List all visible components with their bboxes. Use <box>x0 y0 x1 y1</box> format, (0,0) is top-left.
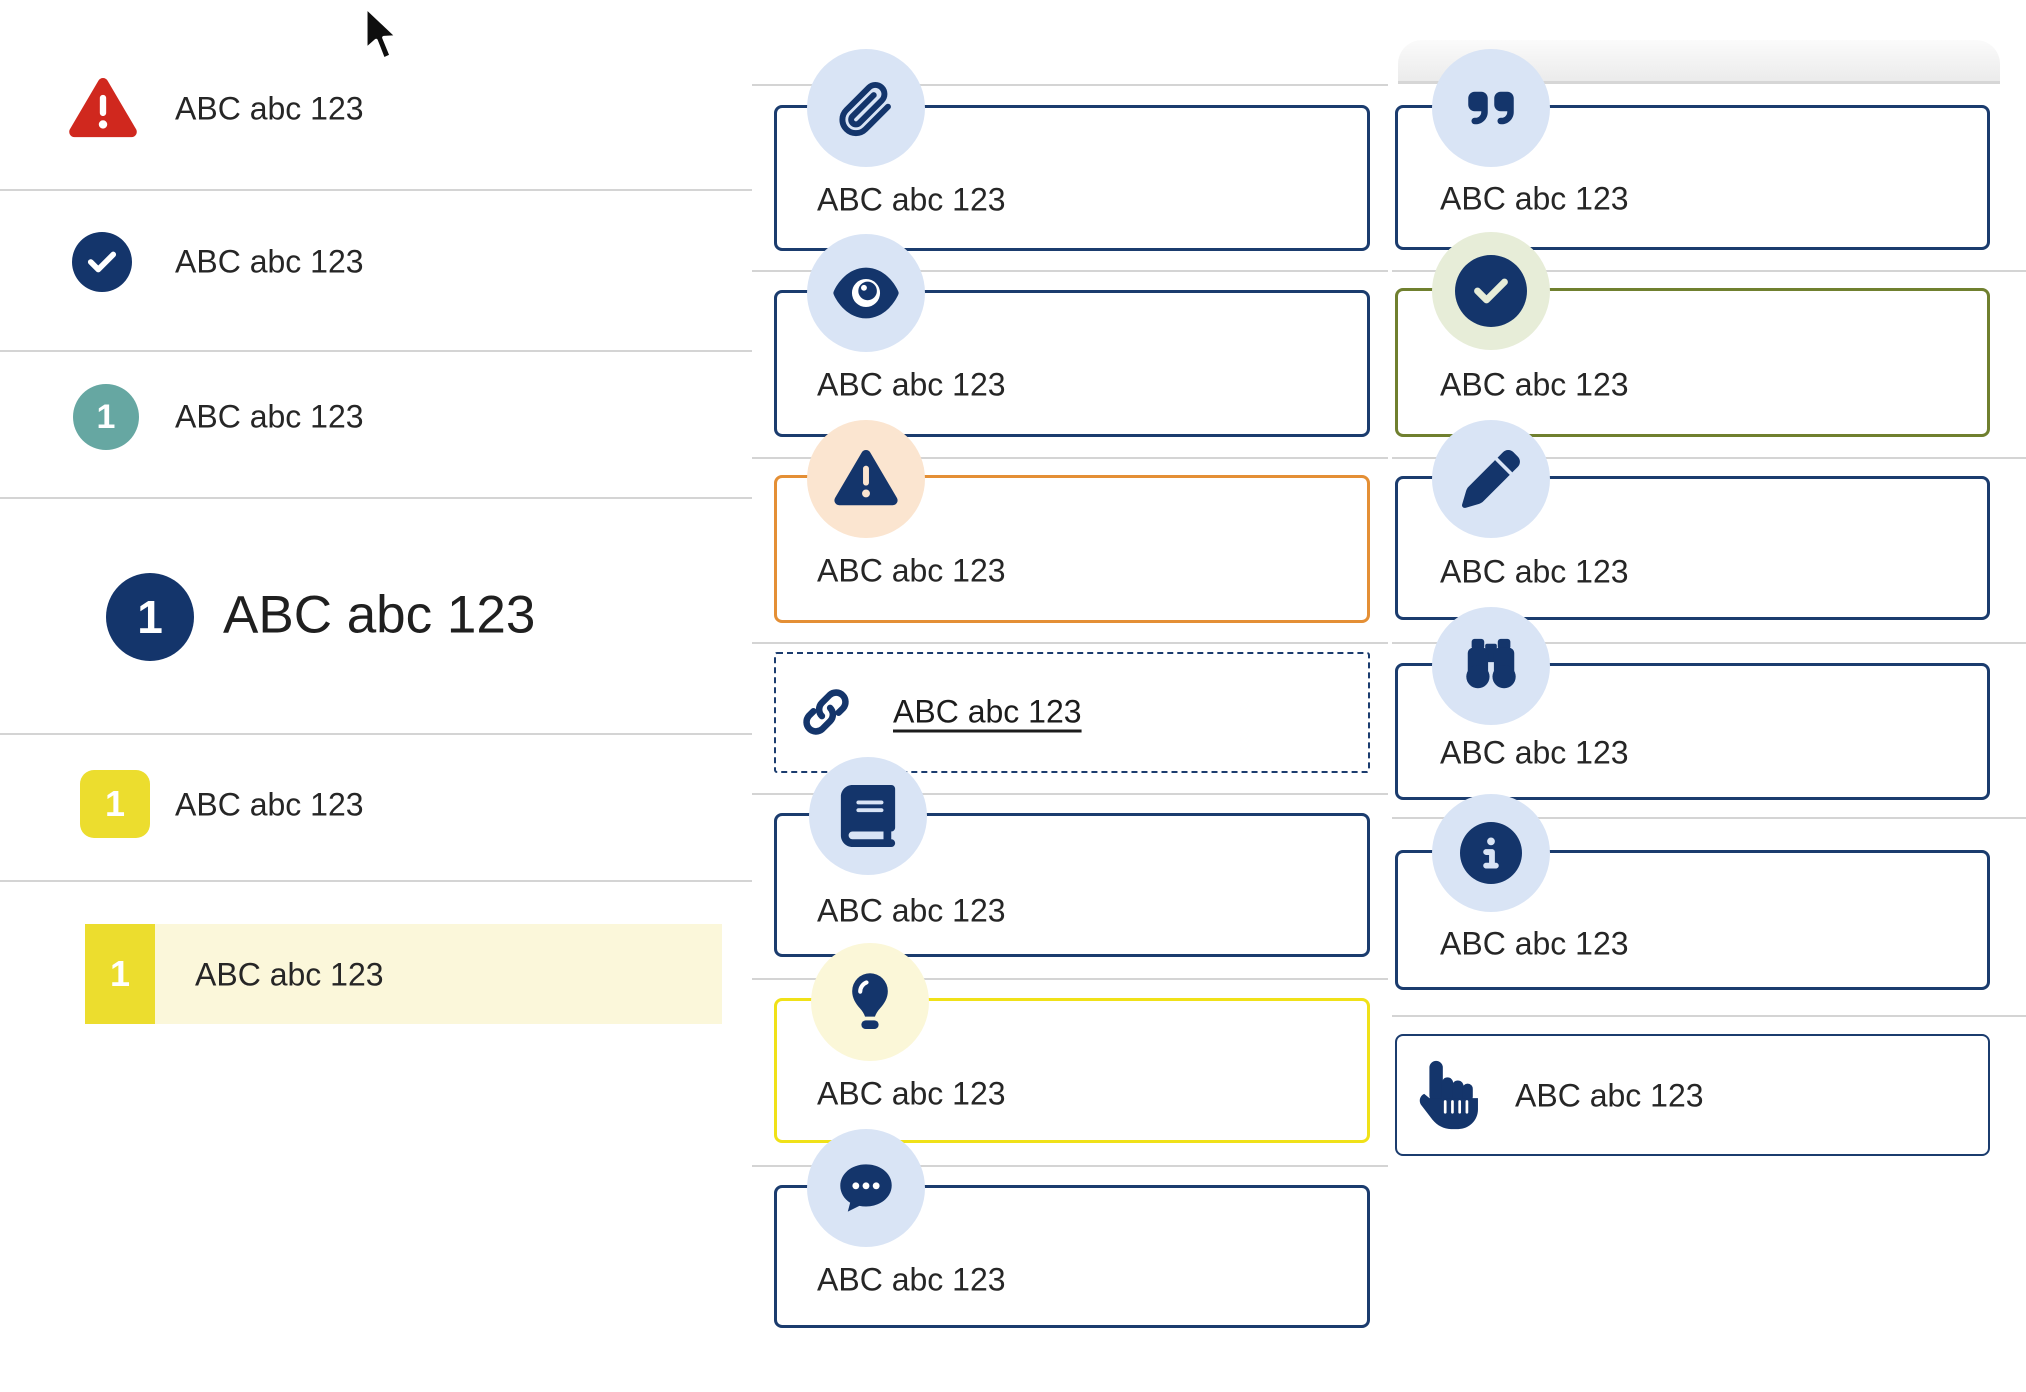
step-number-badge: 1 <box>80 770 150 838</box>
callout-label: ABC abc 123 <box>817 1075 1006 1112</box>
divider <box>0 189 752 191</box>
quote-icon <box>1432 49 1550 167</box>
divider <box>1392 1015 2026 1017</box>
list-item-label: ABC abc 123 <box>195 956 384 993</box>
list-item-label: ABC abc 123 <box>175 398 364 435</box>
divider <box>1392 642 2026 644</box>
pencil-icon <box>1432 420 1550 538</box>
list-item-label: ABC abc 123 <box>175 786 364 823</box>
divider <box>752 642 1388 644</box>
paperclip-icon <box>807 49 925 167</box>
eye-icon <box>807 234 925 352</box>
lightbulb-icon <box>811 943 929 1061</box>
divider <box>0 880 752 882</box>
check-circle-icon <box>72 232 132 292</box>
divider <box>1392 817 2026 819</box>
book-icon <box>809 757 927 875</box>
callout-label: ABC abc 123 <box>817 892 1006 929</box>
mouse-pointer-icon <box>360 4 404 66</box>
hand-point-up-icon <box>1417 1060 1479 1132</box>
callout-label: ABC abc 123 <box>1440 366 1629 403</box>
check-circle-icon <box>1432 232 1550 350</box>
callout-label: ABC abc 123 <box>1440 180 1629 217</box>
callout-card-quote <box>1395 105 1990 250</box>
info-circle-icon <box>1432 794 1550 912</box>
callout-link[interactable]: ABC abc 123 <box>893 693 1082 730</box>
callout-label: ABC abc 123 <box>817 1261 1006 1298</box>
step-number-badge: 1 <box>85 924 155 1024</box>
binoculars-icon <box>1432 607 1550 725</box>
divider <box>1392 457 2026 459</box>
callout-label: ABC abc 123 <box>817 366 1006 403</box>
divider <box>752 84 1388 86</box>
callout-label: ABC abc 123 <box>1515 1077 1704 1114</box>
divider <box>752 457 1388 459</box>
alert-triangle-icon <box>69 78 137 140</box>
divider <box>0 350 752 352</box>
list-item-label: ABC abc 123 <box>223 585 536 645</box>
callout-label: ABC abc 123 <box>1440 553 1629 590</box>
callout-card-link <box>774 652 1370 773</box>
alert-triangle-icon <box>807 420 925 538</box>
callout-label: ABC abc 123 <box>817 552 1006 589</box>
comment-dots-icon <box>807 1129 925 1247</box>
divider <box>752 270 1388 272</box>
callout-card-action <box>1395 1034 1990 1156</box>
step-number-badge: 1 <box>106 573 194 661</box>
divider <box>752 793 1388 795</box>
list-item-label: ABC abc 123 <box>175 243 364 280</box>
callout-label: ABC abc 123 <box>1440 734 1629 771</box>
divider <box>0 733 752 735</box>
link-icon <box>797 683 855 741</box>
step-number-badge: 1 <box>73 384 139 450</box>
divider <box>1392 270 2026 272</box>
divider <box>752 1165 1388 1167</box>
callout-label: ABC abc 123 <box>1440 925 1629 962</box>
divider <box>0 497 752 499</box>
divider <box>752 978 1388 980</box>
highlight-band <box>155 924 722 1024</box>
callout-label: ABC abc 123 <box>817 181 1006 218</box>
list-item-label: ABC abc 123 <box>175 90 364 127</box>
